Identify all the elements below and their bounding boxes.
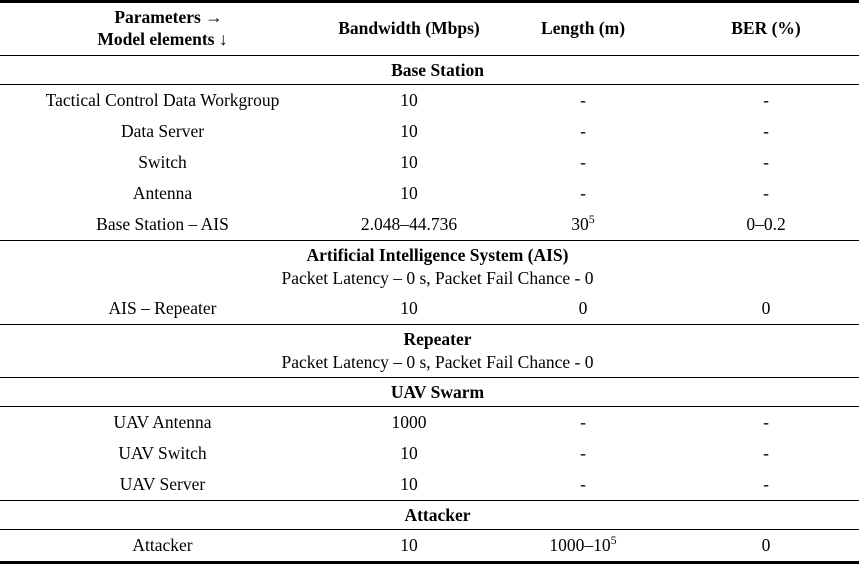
- row-bandwidth-value: 10: [400, 442, 418, 463]
- row-ber-value: -: [763, 411, 769, 432]
- row-element-label: Base Station – AIS: [0, 208, 325, 241]
- table-row: UAV Antenna 1000 - -: [0, 407, 859, 439]
- header-col-length: Length (m): [493, 0, 673, 56]
- row-element-label: Tactical Control Data Workgroup: [45, 89, 280, 110]
- row-length-value: -: [580, 120, 586, 141]
- row-bandwidth-value: 10: [325, 469, 493, 502]
- table-row: Base Station – AIS 2.048–44.736 305 0–0.…: [0, 208, 859, 241]
- row-length-value: -: [580, 151, 586, 172]
- table-row: Tactical Control Data Workgroup 10 - -: [0, 84, 859, 116]
- row-ber-value: 0: [673, 529, 859, 564]
- row-element-label: Switch: [138, 151, 187, 172]
- section-header-attacker: Attacker: [0, 500, 859, 531]
- section-title: Artificial Intelligence System (AIS): [306, 244, 569, 265]
- row-bandwidth-value: 10: [325, 529, 493, 564]
- row-ber-value: -: [763, 151, 769, 172]
- row-bandwidth-value: 2.048–44.736: [325, 208, 493, 241]
- row-ber-value: 0: [673, 292, 859, 325]
- row-length-value: -: [580, 411, 586, 432]
- header-corner-cell: Parameters → Model elements ↓: [0, 0, 325, 56]
- table-row: AIS – Repeater 10 0 0: [0, 292, 859, 325]
- row-bandwidth-value: 1000: [391, 411, 427, 432]
- row-ber-value: 0–0.2: [673, 208, 859, 241]
- section-header-uav-swarm: UAV Swarm: [0, 377, 859, 408]
- row-ber-value: -: [763, 442, 769, 463]
- row-length-value: 305: [493, 208, 673, 241]
- section-title-cell: Base Station: [0, 55, 859, 85]
- table-row: Antenna 10 - -: [0, 178, 859, 209]
- section-title-cell: Attacker: [0, 500, 859, 531]
- section-title: Attacker: [404, 504, 471, 525]
- section-title: UAV Swarm: [390, 381, 485, 402]
- row-length-exponent: 5: [588, 211, 595, 226]
- row-element-label: Antenna: [132, 182, 193, 203]
- row-length-value: -: [580, 182, 586, 203]
- table-header-row: Parameters → Model elements ↓ Bandwidth …: [0, 0, 859, 56]
- row-bandwidth-value: 10: [400, 182, 418, 203]
- row-element-label: AIS – Repeater: [0, 292, 325, 325]
- row-length-value: -: [580, 442, 586, 463]
- header-col-bandwidth: Bandwidth (Mbps): [325, 0, 493, 56]
- header-corner-line1: Parameters →: [114, 7, 223, 27]
- row-bandwidth-value: 10: [325, 292, 493, 325]
- row-element-label: UAV Antenna: [113, 411, 212, 432]
- row-ber-value: -: [763, 120, 769, 141]
- row-bandwidth-value: 10: [400, 151, 418, 172]
- section-title-cell: UAV Swarm: [0, 377, 859, 408]
- table-row: Attacker 10 1000–105 0: [0, 529, 859, 564]
- table-row: UAV Switch 10 - -: [0, 438, 859, 469]
- row-bandwidth-value: 10: [400, 120, 418, 141]
- row-length-exponent: 5: [610, 532, 617, 547]
- section-subtitle: Packet Latency – 0 s, Packet Fail Chance…: [281, 268, 594, 289]
- section-title-cell: Repeater Packet Latency – 0 s, Packet Fa…: [0, 324, 859, 379]
- section-title-cell: Artificial Intelligence System (AIS) Pac…: [0, 240, 859, 293]
- header-col-ber: BER (%): [673, 0, 859, 56]
- section-header-ais: Artificial Intelligence System (AIS) Pac…: [0, 240, 859, 293]
- row-ber-value: -: [763, 89, 769, 110]
- row-ber-value: -: [763, 182, 769, 203]
- row-element-label: Attacker: [0, 529, 325, 564]
- row-ber-value: -: [673, 469, 859, 502]
- row-length-value: -: [580, 89, 586, 110]
- row-element-label: UAV Switch: [118, 442, 207, 463]
- row-length-base: 1000–10: [549, 534, 611, 555]
- row-length-value: -: [493, 469, 673, 502]
- section-title: Base Station: [391, 59, 484, 80]
- row-element-label: UAV Server: [0, 469, 325, 502]
- section-header-repeater: Repeater Packet Latency – 0 s, Packet Fa…: [0, 324, 859, 379]
- section-title: Repeater: [403, 328, 472, 349]
- row-length-value: 1000–105: [493, 529, 673, 564]
- table-row: UAV Server 10 - -: [0, 469, 859, 502]
- table-row: Data Server 10 - -: [0, 116, 859, 147]
- row-element-label: Data Server: [120, 120, 205, 141]
- header-corner-line2: Model elements ↓: [97, 29, 228, 50]
- table-row: Switch 10 - -: [0, 147, 859, 178]
- row-length-value: 0: [493, 292, 673, 325]
- row-bandwidth-value: 10: [400, 89, 418, 110]
- section-subtitle: Packet Latency – 0 s, Packet Fail Chance…: [281, 352, 594, 373]
- section-header-base-station: Base Station: [0, 55, 859, 85]
- row-length-base: 30: [571, 213, 589, 234]
